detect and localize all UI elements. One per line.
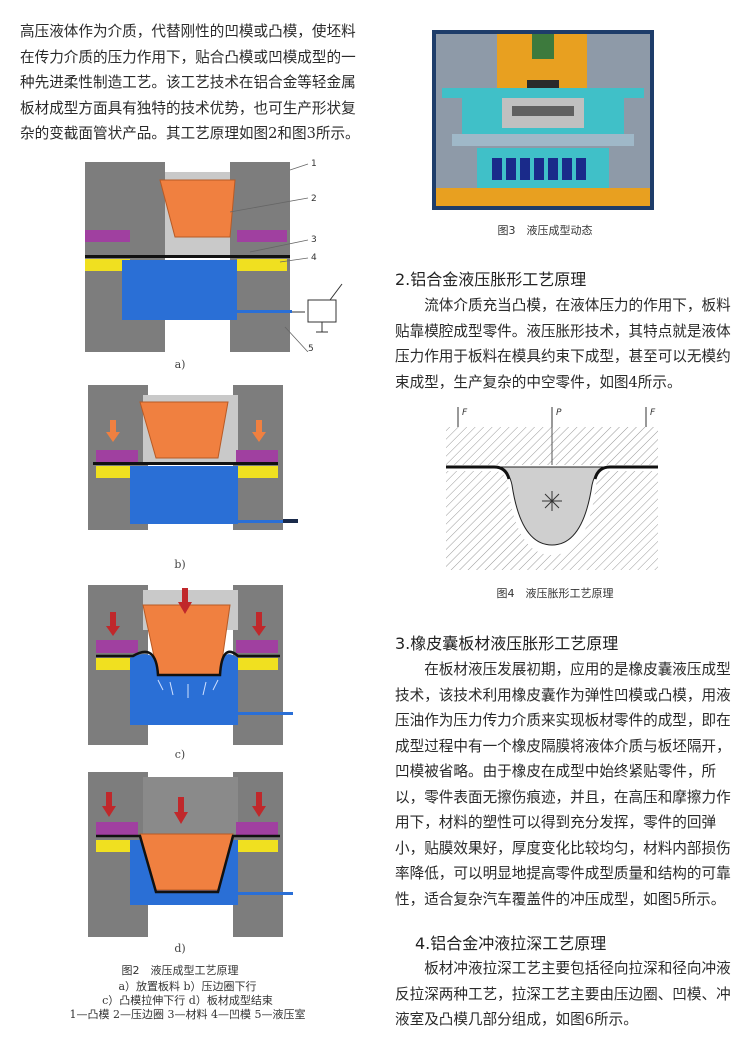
section3-line: 小，贴膜效果好，厚度变化比较均匀，材料内部损伤 — [395, 839, 731, 857]
sheet — [85, 255, 290, 258]
figure4-diagram: F P F — [446, 405, 658, 570]
label-f-right: F — [650, 408, 656, 418]
die-face-left — [96, 466, 138, 478]
section3-paragraph: 在板材液压发展初期，应用的是橡皮囊液压成型 技术，该技术利用橡皮囊作为弹性凹模或… — [395, 657, 737, 912]
section3-line: 成型过程中有一个橡皮隔膜将液体介质与板坯隔开， — [395, 737, 731, 755]
press-arrow-icon — [252, 612, 266, 636]
binder-left — [96, 450, 138, 463]
legend-line: a）放置板料 b）压边圈下行 — [118, 980, 257, 993]
binder-right — [237, 230, 287, 242]
press-arrow-icon — [252, 792, 266, 817]
sheet — [96, 650, 280, 677]
binder-right — [236, 640, 278, 653]
legend-line: 1—凸模 2—压边圈 3—材料 4—凹模 5—液压室 — [69, 1008, 306, 1021]
section3-line: 性，适合复杂汽车覆盖件的冲压成型，如图5所示。 — [395, 890, 726, 908]
binder-right — [236, 822, 278, 835]
sheet — [93, 462, 278, 465]
section4-paragraph: 板材冲液拉深工艺主要包括径向拉深和径向冲液 反拉深两种工艺，拉深工艺主要由压边圈… — [395, 956, 737, 1033]
section3-heading: 3.橡皮囊板材液压胀形工艺原理 — [395, 634, 619, 653]
figure2-panel-d — [88, 772, 293, 937]
sublabel-a: a) — [174, 358, 186, 371]
section4-heading: 4.铝合金冲液拉深工艺原理 — [415, 934, 607, 953]
sublabel-b: b) — [174, 558, 186, 571]
press-arrow-icon — [102, 792, 116, 817]
callout-3: 3 — [311, 235, 317, 245]
section4-line: 板材冲液拉深工艺主要包括径向拉深和径向冲液 — [424, 960, 731, 977]
figure3-caption: 图3 液压成型动态 — [497, 224, 593, 237]
figure2-panel-c — [88, 585, 293, 745]
section3-line: 以，零件表面无擦伤痕迹，并且，在高压和摩擦力作 — [395, 788, 731, 806]
callout-4: 4 — [311, 253, 317, 263]
press-arrow-icon — [106, 612, 120, 636]
callout-1: 1 — [311, 159, 317, 169]
sheet — [96, 834, 280, 894]
die-face-right — [236, 840, 278, 852]
punch — [139, 401, 229, 459]
figure2-panel-b — [88, 385, 298, 530]
fluid-pipe — [237, 310, 292, 313]
section3-line: 率降低，可以明显地提高零件成型质量和结构的可靠 — [395, 865, 731, 882]
fluid-pipe — [238, 892, 293, 895]
legend-line: c）凸模拉伸下行 d）板材成型结束 — [102, 994, 273, 1007]
section4-line: 液室及凸模几部分组成，如图6所示。 — [395, 1011, 638, 1028]
section2-line: 流体介质充当凸模，在液体压力的作用下，板料 — [424, 297, 731, 314]
section2-line: 贴靠模腔成型零件。液压胀形技术，其特点就是液体 — [395, 322, 731, 340]
intro-paragraph: 高压液体作为介质，代替刚性的凹模或凸模，使坯料 在传力介质的压力作用下，贴合凸模… — [20, 19, 365, 147]
binder-left — [96, 640, 138, 653]
sublabel-d: d) — [174, 942, 186, 955]
intro-line: 杂的变截面管状产品。其工艺原理如图2和图3所示。 — [20, 125, 360, 142]
punch — [159, 179, 236, 238]
intro-line: 种先进柔性制造工艺。该工艺技术在铝合金等轻金属 — [20, 74, 356, 91]
pressure-star-icon — [542, 491, 562, 511]
section3-line: 凹模被省略。由于橡皮在成型中始终紧贴零件，所 — [395, 763, 717, 780]
press-arrow-icon — [106, 420, 120, 442]
label-p: P — [556, 408, 562, 418]
press-arrow-icon — [178, 588, 192, 614]
intro-line: 板材成型方面具有独特的技术优势，也可生产形状复 — [20, 99, 356, 117]
intro-line: 高压液体作为介质，代替刚性的凹模或凸模，使坯料 — [20, 23, 356, 40]
section3-line: 压油作为压力传力介质来实现板材零件的成型，即在 — [395, 712, 731, 729]
intro-line: 在传力介质的压力作用下，贴合凸模或凹模成型的一 — [20, 48, 356, 66]
figure2-caption: 图2 液压成型工艺原理 — [121, 964, 239, 977]
die-face-left — [96, 658, 138, 670]
section2-line: 束成型，生产复杂的中空零件，如图4所示。 — [395, 373, 682, 391]
section2-heading: 2.铝合金液压胀形工艺原理 — [395, 270, 587, 289]
section2-paragraph: 流体介质充当凸模，在液体压力的作用下，板料 贴靠模腔成型零件。液压胀形技术，其特… — [395, 293, 737, 395]
label-f-left: F — [462, 408, 468, 418]
callout-2: 2 — [311, 194, 317, 204]
section2-line: 压力作用于板料在模具约束下成型，甚至可以无模约 — [395, 348, 731, 365]
section3-line: 用下，材料的塑性可以得到充分发挥，零件的回弹 — [395, 814, 717, 831]
press-arrow-icon — [174, 797, 188, 824]
die-face-right — [236, 466, 278, 478]
fluid-chamber — [130, 466, 238, 524]
section4-line: 反拉深两种工艺，拉深工艺主要由压边圈、凹模、冲 — [395, 985, 731, 1003]
section3-line: 在板材液压发展初期，应用的是橡皮囊液压成型 — [424, 661, 731, 678]
die-face-left — [96, 840, 138, 852]
lower-die — [446, 471, 658, 570]
figure4-caption: 图4 液压胀形工艺原理 — [496, 587, 614, 600]
figure2-panel-a: 1 2 3 4 5 — [80, 152, 343, 352]
sublabel-c: c) — [174, 748, 186, 761]
binder-left — [85, 230, 130, 242]
section3-line: 技术，该技术利用橡皮囊作为弹性凹模或凸模，用液 — [395, 686, 731, 704]
die-face-right — [236, 658, 278, 670]
pump-icon — [307, 299, 337, 323]
binder-left — [96, 822, 138, 835]
figure2-legend: a）放置板料 b）压边圈下行 c）凸模拉伸下行 d）板材成型结束 1—凸模 2—… — [15, 980, 360, 1022]
die-face-right — [237, 259, 287, 271]
press-arrow-icon — [252, 420, 266, 442]
fluid-pipe — [238, 712, 293, 715]
callout-5: 5 — [308, 344, 314, 352]
fluid-chamber — [122, 260, 237, 320]
fluid-pipe — [238, 520, 293, 523]
die-face-left — [85, 259, 130, 271]
binder-right — [236, 450, 278, 463]
figure3-image — [432, 30, 654, 210]
